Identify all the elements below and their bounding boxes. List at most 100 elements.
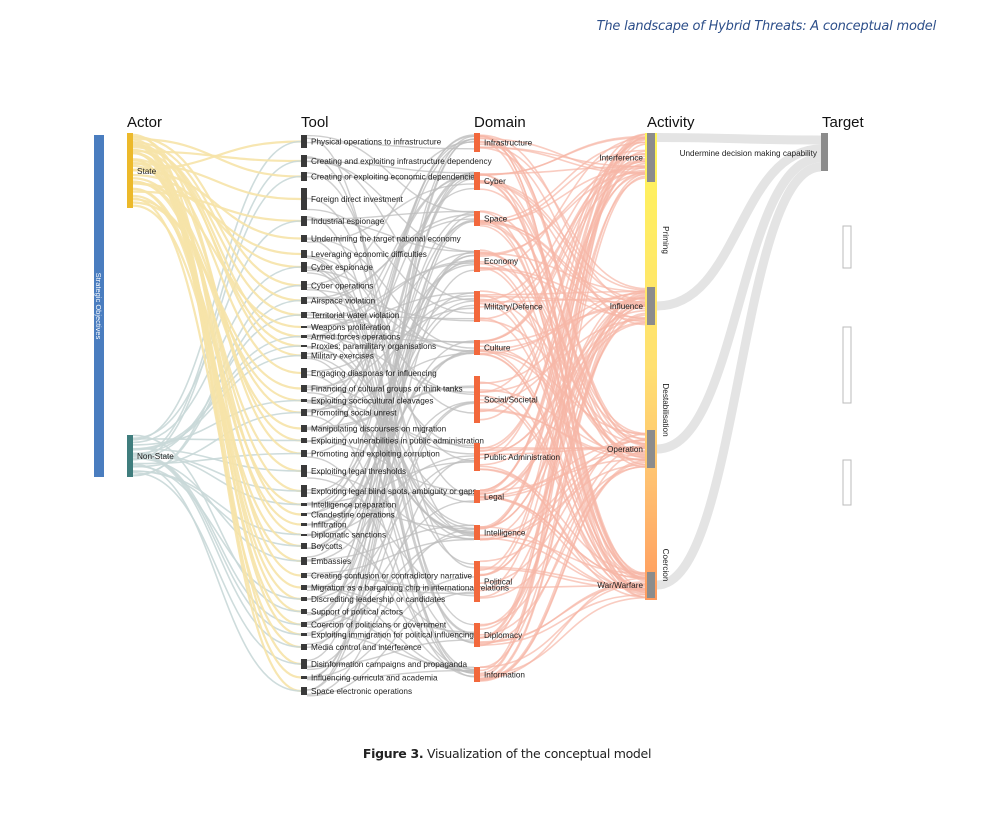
tool-domain-link (306, 172, 475, 506)
tool-domain-link (306, 534, 475, 628)
tool-node (301, 216, 307, 226)
domain-activity-link (479, 136, 648, 176)
phase-bar (645, 133, 657, 600)
domain-node (474, 490, 480, 503)
tool-node (301, 425, 307, 432)
domain-activity-link (479, 136, 648, 441)
activity-label: War/Warfare (597, 581, 643, 590)
non-state-tool-link (132, 437, 302, 442)
target-label: Undermine decision making capability (680, 149, 818, 158)
tool-domain-link (306, 160, 475, 174)
tool-node (301, 172, 307, 181)
tool-node (301, 326, 307, 328)
tool-node (301, 297, 307, 304)
tool-domain-link (306, 401, 475, 562)
tool-domain-link (306, 173, 475, 515)
tool-domain-link (306, 414, 475, 677)
tool-domain-link (306, 524, 475, 561)
domain-label: Space (484, 215, 508, 224)
tool-label: Industrial espionage (311, 217, 385, 226)
actor-label: Non-State (137, 452, 174, 461)
tool-domain-link (306, 304, 475, 537)
phase-label: Destabilisation (661, 383, 670, 437)
tool-label: Migration as a bargaining chip in intern… (311, 584, 509, 593)
state-tool-link (132, 135, 302, 287)
domain-label: Intelligence (484, 529, 526, 538)
tool-domain-link (306, 401, 475, 533)
tool-label: Influencing curricula and academia (311, 674, 438, 683)
empty-target-box (842, 459, 852, 506)
tool-domain-link (306, 220, 475, 691)
phase-label: Coercion (661, 549, 670, 582)
tool-domain-link (306, 502, 475, 530)
tool-domain-link (306, 538, 475, 575)
state-tool-link (132, 180, 302, 430)
tool-label: Cyber espionage (311, 263, 373, 272)
actor-label: State (137, 167, 157, 176)
target-node (821, 133, 828, 171)
domain-label: Culture (484, 344, 511, 353)
tool-domain-link (306, 669, 475, 681)
domain-label: Social/Societal (484, 396, 538, 405)
domain-label: Military/Defence (484, 303, 543, 312)
tool-node (301, 534, 307, 536)
tool-domain-link (306, 156, 475, 569)
tool-node (301, 503, 307, 506)
tool-domain-link (306, 500, 475, 626)
domain-node (474, 250, 480, 272)
tool-domain-link (306, 586, 475, 633)
strategic-objectives-bar (94, 135, 104, 477)
domain-activity-link (479, 304, 648, 681)
tool-node (301, 385, 307, 392)
non-state-tool-link (132, 447, 302, 472)
domain-node (474, 376, 480, 423)
tool-node (301, 262, 307, 272)
domain-activity-link (479, 314, 648, 627)
figure-caption-text: Visualization of the conceptual model (426, 746, 652, 761)
domain-node (474, 291, 480, 322)
state-tool-link (132, 138, 302, 636)
domain-node (474, 667, 480, 682)
domain-activity-link (479, 173, 648, 466)
actor-node (127, 435, 133, 477)
tool-domain-link (306, 335, 475, 393)
actor-node (127, 133, 133, 208)
activity-target-link (656, 144, 822, 311)
domain-activity-link (479, 162, 648, 530)
tool-node (301, 188, 307, 210)
tool-domain-link (306, 374, 475, 643)
tool-node (301, 335, 307, 338)
figure-caption: Figure 3. Visualization of the conceptua… (0, 746, 994, 761)
tool-node (301, 352, 307, 359)
domain-node (474, 623, 480, 647)
tool-node (301, 513, 307, 516)
tool-node (301, 281, 307, 290)
tool-domain-link (306, 134, 475, 213)
tool-domain-link (306, 307, 475, 389)
tool-domain-link (306, 292, 475, 494)
state-tool-link (132, 135, 302, 455)
tool-node (301, 409, 307, 416)
tool-node (301, 345, 307, 347)
domain-label: Economy (484, 257, 519, 266)
tool-domain-link (306, 259, 475, 558)
domain-node (474, 525, 480, 540)
state-tool-link (132, 140, 302, 302)
domain-activity-link (479, 180, 648, 291)
non-state-tool-link (132, 452, 302, 465)
domain-activity-link (479, 583, 648, 643)
tool-label: Creating or exploiting economic dependen… (311, 173, 479, 182)
tool-node (301, 485, 307, 497)
tool-domain-link (306, 440, 475, 492)
domain-activity-link (479, 136, 648, 272)
non-state-tool-link (132, 452, 302, 506)
tool-label: Discrediting leadership or candidates (311, 595, 445, 604)
tool-domain-link (306, 157, 475, 301)
domain-activity-link (479, 459, 648, 682)
tool-label: Exploiting vulnerabilities in public adm… (311, 437, 484, 446)
tool-node (301, 644, 307, 650)
domain-activity-link (479, 438, 648, 585)
domain-activity-link (479, 445, 648, 645)
tool-domain-link (306, 528, 475, 671)
tool-domain-link (306, 219, 475, 636)
